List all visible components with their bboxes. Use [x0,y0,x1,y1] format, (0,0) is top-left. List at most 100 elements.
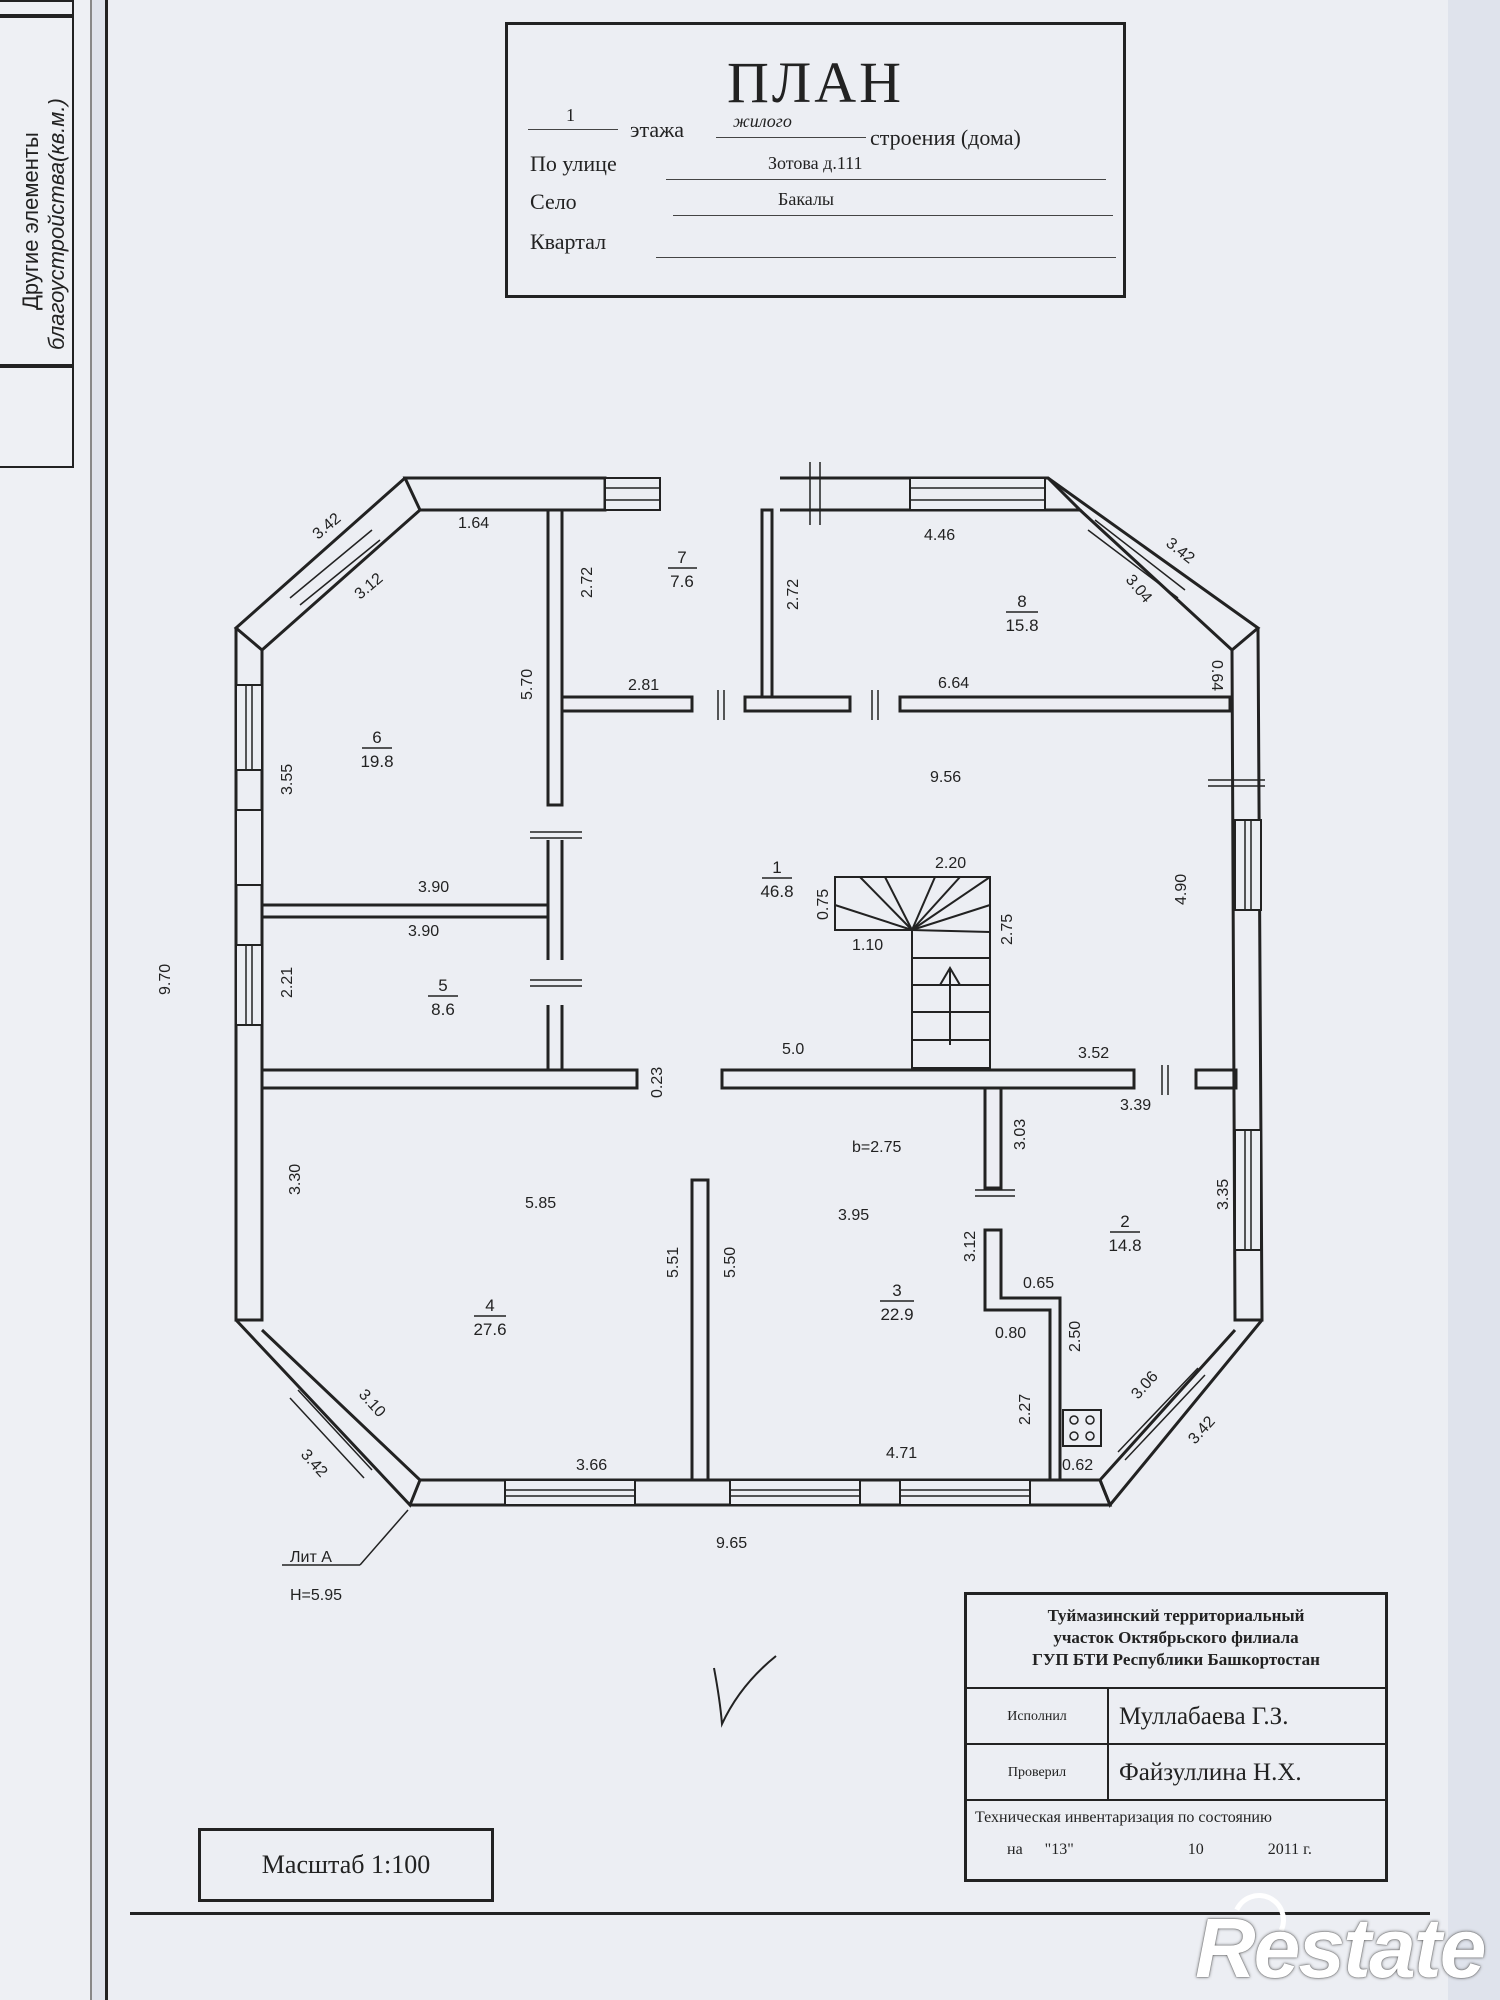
dim-label: 9.56 [930,769,961,786]
performed-row: Исполнил Муллабаева Г.З. [967,1687,1385,1745]
street-underline [666,179,1106,180]
dim-label: 3.66 [576,1457,607,1474]
floor-value: 1 [566,105,575,125]
dim-label: 0.62 [1062,1457,1093,1474]
dim-label: 0.64 [1208,660,1225,691]
window [235,944,263,1026]
lit-leader [359,1509,409,1566]
dim-label: 6.64 [938,675,969,692]
dim-label: 2.50 [1067,1321,1084,1352]
date-prefix: на [1007,1841,1023,1858]
building-underline [716,137,866,138]
dim-label: 3.42 [297,1446,331,1481]
performed-label: Исполнил [967,1689,1109,1745]
dim-label: 3.90 [408,923,439,940]
inventory-line: Техническая инвентаризация по состоянию [975,1809,1272,1826]
dim-label: 2.20 [935,855,966,872]
inventory-date: на "13" 10 2011 г. [1007,1841,1377,1859]
room-6-number: 6 [372,728,381,747]
room-1-number: 1 [772,858,781,877]
dim-label: 3.03 [1012,1119,1029,1150]
wall-1-3 [720,1068,1136,1090]
room-labels: 7 7.6 8 15.8 6 19.8 1 46.8 5 8.6 2 14.8 … [360,548,1141,1339]
village-label: Село [530,189,577,214]
checked-label: Проверил [967,1745,1109,1801]
room-8-number: 8 [1017,592,1026,611]
quarter-label: Квартал [530,229,607,254]
org-line-3: ГУП БТИ Республики Башкортостан [1032,1650,1320,1669]
door-marks [530,462,1265,1197]
building-label: строения (дома) [870,125,1021,150]
wall-3-2b [983,1228,1062,1482]
dim-label: 1.10 [852,937,883,954]
room-6-area: 19.8 [360,752,393,771]
strip-cell [0,0,74,18]
bottom-border [130,1912,1430,1915]
performed-value: Муллабаева Г.З. [1119,1703,1289,1730]
room-1-area: 46.8 [760,882,793,901]
dim-label: 3.95 [838,1207,869,1224]
dim-label: 2.72 [579,567,596,598]
dim-label: 2.81 [628,677,659,694]
dim-label: 9.70 [157,964,174,995]
binding-strip: Другие элементы благоустройства(кв.м.) [0,0,92,2000]
strip-cell [0,14,74,368]
room-5-area: 8.6 [431,1000,455,1019]
room-4-area: 27.6 [473,1320,506,1339]
dim-label: 5.50 [722,1247,739,1278]
wall-5-4 [260,1068,639,1090]
org-line-2: участок Октябрьского филиала [1053,1628,1299,1647]
window-glazing [245,487,1252,1497]
date-month: 10 [1187,1841,1204,1858]
plan-heading: ПЛАН [727,50,904,115]
dim-label: 0.75 [815,889,832,920]
dim-label: b=2.75 [852,1139,901,1156]
dim-label: 3.12 [962,1231,979,1262]
room-5-number: 5 [438,976,447,995]
dim-label: 3.12 [352,570,387,603]
room-3-area: 22.9 [880,1305,913,1324]
window [899,1479,1031,1506]
dim-label: 3.30 [287,1164,304,1195]
dim-label: 5.0 [782,1041,804,1058]
restate-watermark: Restate [1195,1901,1486,1995]
dim-label: 4.90 [1173,874,1190,905]
dim-label: 5.85 [525,1195,556,1212]
wall-6-5 [260,903,550,919]
dim-label: 3.55 [279,764,296,795]
windows [235,477,1262,1506]
room-2-area: 14.8 [1108,1236,1141,1255]
dim-label: 3.42 [1185,1413,1219,1448]
stove-icon [1062,1409,1102,1447]
interior-walls [260,508,1238,1482]
quarter-underline [656,257,1116,258]
date-year: 2011 г. [1267,1841,1312,1858]
dim-label: 3.90 [418,879,449,896]
window [1234,819,1262,911]
dim-label: 3.35 [1215,1179,1232,1210]
window [604,477,661,511]
checked-row: Проверил Файзуллина Н.Х. [967,1743,1385,1801]
dimension-labels: 3.42 1.64 3.12 2.72 2.72 4.46 3.42 3.04 … [157,510,1232,1604]
dim-label: 0.23 [649,1067,666,1098]
wall-7-1 [560,695,694,713]
room-8-area: 15.8 [1005,616,1038,635]
window [504,1479,636,1506]
exterior-walls [233,476,1264,1508]
strip-cell [0,364,74,468]
window [235,809,263,886]
staircase [834,876,991,1069]
window [729,1479,861,1506]
building-value: жилого [733,111,792,131]
checked-value: Файзуллина Н.Х. [1119,1759,1302,1786]
village-underline [673,215,1113,216]
wall-4-3 [690,1178,710,1482]
scale-label: Масштаб 1:100 [198,1828,494,1902]
lit-label: Лит А [290,1549,332,1566]
wall-8-1 [898,695,1232,713]
dim-label: 3.06 [1128,1368,1162,1403]
dim-label: 2.21 [279,967,296,998]
wall-1-2 [1194,1068,1238,1090]
street-value: Зотова д.111 [768,153,863,173]
wall-6-1 [546,508,564,807]
